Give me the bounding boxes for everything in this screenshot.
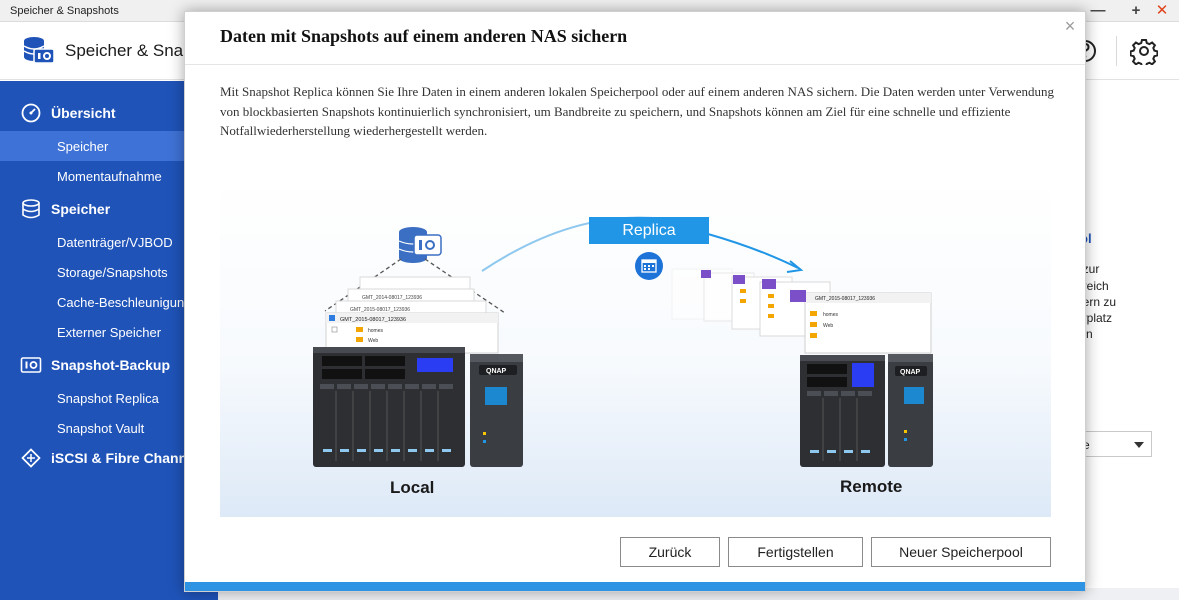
sidebar-item-label: Datenträger/VJBOD <box>57 235 173 250</box>
window-title: Speicher & Snapshots <box>10 5 119 17</box>
database-icon <box>22 199 40 219</box>
sidebar-item-label: Externer Speicher <box>57 325 162 340</box>
replica-label: Replica <box>589 217 709 244</box>
svg-text:GMT_2015-08017_123936: GMT_2015-08017_123936 <box>815 296 875 302</box>
sidebar-item-snapshot-replica[interactable]: Snapshot Replica <box>0 383 218 413</box>
background-select-value: e <box>1083 438 1090 452</box>
replica-diagram: GMT_2014-08017_123936 GMT_2015-08017_123… <box>313 216 933 467</box>
local-label: Local <box>390 478 435 497</box>
sidebar-item-external-storage[interactable]: Externer Speicher <box>0 317 218 347</box>
svg-text:homes: homes <box>368 328 384 334</box>
dialog-title: Daten mit Snapshots auf einem anderen NA… <box>220 26 628 46</box>
sidebar-section-label: Speicher <box>51 201 111 217</box>
snapshot-icon <box>20 357 42 373</box>
sidebar-item-cache[interactable]: Cache-Beschleunigung <box>0 287 218 317</box>
svg-text:Web: Web <box>823 323 833 329</box>
sidebar-section-storage[interactable]: Speicher <box>0 194 218 224</box>
sidebar-item-storage-snapshots[interactable]: Storage/Snapshots <box>0 257 218 287</box>
sidebar-item-speicher[interactable]: Speicher <box>0 131 218 161</box>
svg-text:GMT_2015-08017_123936: GMT_2015-08017_123936 <box>340 317 406 323</box>
iscsi-icon <box>21 448 41 468</box>
svg-text:QNAP: QNAP <box>900 369 921 376</box>
svg-text:QNAP: QNAP <box>486 368 507 375</box>
sidebar-section-iscsi[interactable]: iSCSI & Fibre Channel <box>0 443 218 473</box>
sidebar-section-snapshot-backup[interactable]: Snapshot-Backup <box>0 350 218 380</box>
sidebar-item-label: Speicher <box>57 139 109 154</box>
background-select[interactable]: e <box>1076 431 1152 457</box>
snapshot-card: GMT_2015-08017_123936 homes Web <box>671 268 932 354</box>
gear-icon[interactable] <box>1130 37 1158 65</box>
sidebar-section-label: iSCSI & Fibre Channel <box>51 450 199 466</box>
minimize-button[interactable]: — <box>1090 2 1106 19</box>
sidebar-item-label: Momentaufnahme <box>57 169 162 184</box>
back-button[interactable]: Zurück <box>620 537 720 567</box>
sidebar-section-label: Snapshot-Backup <box>51 357 171 373</box>
sidebar-item-label: Storage/Snapshots <box>57 265 168 280</box>
sidebar-item-momentaufnahme[interactable]: Momentaufnahme <box>0 161 218 191</box>
sidebar-item-label: Snapshot Vault <box>57 421 145 436</box>
svg-text:homes: homes <box>823 312 839 318</box>
svg-text:GMT_2014-08017_123936: GMT_2014-08017_123936 <box>362 295 422 301</box>
maximize-button[interactable]: + <box>1131 2 1141 19</box>
svg-text:Web: Web <box>368 338 378 344</box>
sidebar-item-snapshot-vault[interactable]: Snapshot Vault <box>0 413 218 443</box>
database-icon <box>398 227 442 263</box>
remote-nas-device: QNAP <box>800 354 933 467</box>
sidebar-section-label: Übersicht <box>51 105 116 121</box>
replica-wizard-dialog: Daten mit Snapshots auf einem anderen NA… <box>184 11 1086 592</box>
sidebar-item-label: Snapshot Replica <box>57 391 159 406</box>
new-storage-pool-button[interactable]: Neuer Speicherpool <box>871 537 1051 567</box>
snapshot-card: GMT_2014-08017_123936 GMT_2015-08017_123… <box>325 276 499 354</box>
sidebar-section-overview[interactable]: Übersicht <box>0 98 218 128</box>
sidebar-item-datentraeger[interactable]: Datenträger/VJBOD <box>0 227 218 257</box>
dialog-description: Mit Snapshot Replica können Sie Ihre Dat… <box>220 84 1055 138</box>
dialog-bottom-bar <box>185 582 1085 591</box>
sidebar: Übersicht Speicher Momentaufnahme Speich… <box>0 81 218 600</box>
app-logo-icon <box>23 37 55 64</box>
replica-illustration: GMT_2014-08017_123936 GMT_2015-08017_123… <box>220 179 1051 517</box>
svg-text:GMT_2015-08017_123936: GMT_2015-08017_123936 <box>350 307 410 313</box>
chevron-down-icon <box>1134 442 1144 448</box>
finish-button[interactable]: Fertigstellen <box>728 537 863 567</box>
close-window-button[interactable]: ✕ <box>1155 2 1169 19</box>
dashboard-icon <box>21 103 41 123</box>
schedule-icon <box>635 252 663 280</box>
sidebar-item-label: Cache-Beschleunigung <box>57 295 192 310</box>
background-text: gern zu <box>1076 295 1117 309</box>
local-nas-device: QNAP <box>313 347 523 467</box>
header-separator <box>1116 36 1117 66</box>
remote-label: Remote <box>840 477 903 496</box>
close-icon[interactable]: × <box>1064 16 1076 36</box>
dialog-divider <box>185 64 1085 65</box>
